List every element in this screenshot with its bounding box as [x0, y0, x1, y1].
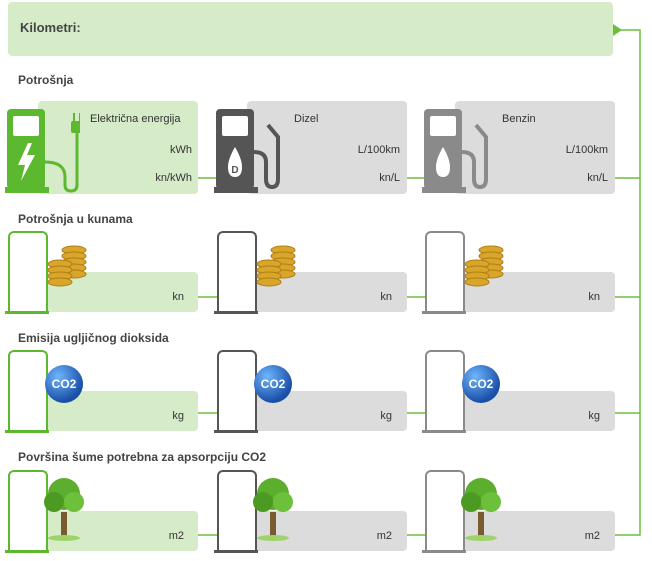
cost-title: Potrošnja u kunama [18, 212, 133, 226]
diesel-unit-consumption: L/100km [357, 144, 400, 156]
kilometers-field[interactable] [8, 2, 613, 56]
petrol-pump-icon [422, 109, 488, 193]
coins-icon [47, 245, 87, 287]
diesel-forest-frame [217, 470, 257, 552]
svg-text:D: D [231, 165, 238, 176]
forest-title: Površina šume potrebna za apsorpciju CO2 [18, 450, 267, 464]
petrol-emission-base [422, 430, 466, 433]
kilometers-label: Kilometri: [20, 20, 81, 35]
electric-cost-unit: kn [172, 291, 184, 303]
co2-label: CO2 [51, 377, 77, 391]
co2-icon: CO2 [254, 365, 292, 403]
co2-label: CO2 [260, 377, 286, 391]
electric-emission-base [5, 430, 49, 433]
emission-title: Emisija ugljičnog dioksida [18, 331, 169, 345]
petrol-emission-unit: kg [588, 410, 600, 422]
diesel-forest-unit: m2 [376, 530, 392, 542]
petrol-emission-frame [425, 350, 465, 432]
petrol-cost-base [422, 311, 466, 314]
diesel-cost-base [214, 311, 258, 314]
petrol-panel[interactable] [455, 101, 615, 194]
tree-icon [253, 478, 293, 541]
electric-name: Električna energija [90, 113, 181, 125]
tree-icon [461, 478, 501, 541]
diesel-cost-frame [217, 231, 257, 313]
electric-forest-frame [8, 470, 48, 552]
electric-cost-frame [8, 231, 48, 313]
petrol-cost-frame [425, 231, 465, 313]
diesel-emission-frame [217, 350, 257, 432]
diesel-pump-icon: D [214, 109, 280, 193]
petrol-forest-unit: m2 [584, 530, 600, 542]
petrol-forest-frame [425, 470, 465, 552]
electric-emission-frame [8, 350, 48, 432]
electric-unit-price: kn/kWh [155, 172, 192, 184]
petrol-cost-unit: kn [588, 291, 600, 303]
petrol-name: Benzin [502, 113, 536, 125]
co2-label: CO2 [468, 377, 494, 391]
coins-icon [464, 245, 504, 287]
diesel-unit-price: kn/L [379, 172, 400, 184]
diesel-name: Dizel [294, 113, 319, 125]
tree-icon [44, 478, 84, 541]
co2-icon: CO2 [45, 365, 83, 403]
petrol-unit-consumption: L/100km [565, 144, 608, 156]
electric-pump-icon [5, 109, 80, 193]
electric-cost-base [5, 311, 49, 314]
consumption-title: Potrošnja [18, 73, 74, 87]
petrol-unit-price: kn/L [587, 172, 608, 184]
electric-forest-base [5, 550, 49, 553]
electric-emission-unit: kg [172, 410, 184, 422]
electric-unit-kwh: kWh [170, 144, 192, 156]
diesel-emission-unit: kg [380, 410, 392, 422]
coins-icon [256, 245, 296, 287]
diesel-forest-base [214, 550, 258, 553]
diesel-emission-base [214, 430, 258, 433]
diesel-cost-unit: kn [380, 291, 392, 303]
diesel-panel[interactable] [247, 101, 407, 194]
electric-forest-unit: m2 [168, 530, 184, 542]
co2-icon: CO2 [462, 365, 500, 403]
petrol-forest-base [422, 550, 466, 553]
